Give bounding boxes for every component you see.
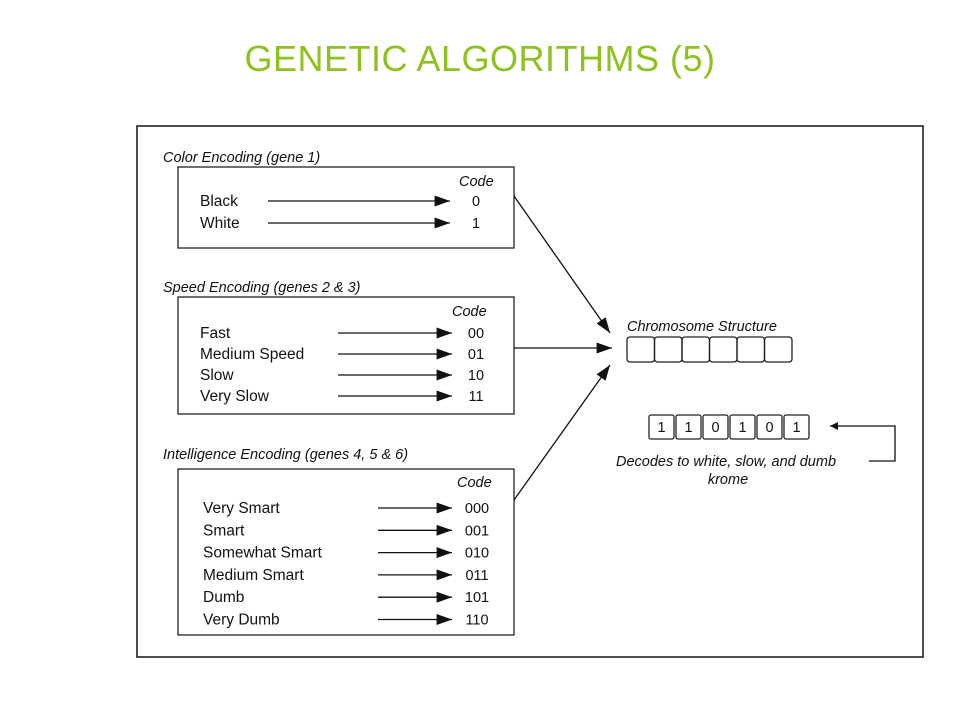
encoding-code: 11 (468, 389, 483, 405)
speed-encoding-caption: Speed Encoding (genes 2 & 3) (163, 280, 361, 296)
encoding-label: Medium Speed (200, 346, 304, 363)
encoding-label: Very Slow (200, 388, 270, 405)
color-to-chromosome-arrow (513, 195, 611, 334)
bit-value: 0 (711, 420, 719, 436)
intelligence-code-header: Code (457, 475, 492, 491)
decode-text-line2: krome (708, 472, 748, 488)
color-encoding-box (177, 166, 515, 249)
encoding-code: 110 (465, 613, 488, 629)
color-encoding-caption: Color Encoding (gene 1) (163, 150, 320, 166)
bit-value: 1 (738, 420, 746, 436)
encoding-code: 1 (472, 216, 480, 232)
slide-title: GENETIC ALGORITHMS (5) (244, 38, 716, 79)
encoding-code: 001 (465, 523, 489, 539)
color-encoding-group: Color Encoding (gene 1) Code Black 0White… (163, 150, 515, 249)
encoding-label: Fast (200, 325, 231, 342)
encoding-code: 0 (472, 194, 480, 210)
decode-text-line1: Decodes to white, slow, and dumb (616, 454, 836, 470)
chromosome-slot (653, 336, 683, 363)
bit-cell (756, 414, 783, 440)
chromosome-slot (626, 336, 656, 363)
bit-cell (783, 414, 810, 440)
encoding-label: Somewhat Smart (203, 545, 323, 562)
chromosome-slot (681, 336, 711, 363)
chromosome-slot (708, 336, 738, 363)
bit-value: 1 (684, 420, 692, 436)
encoding-label: Medium Smart (203, 567, 304, 584)
bit-value: 1 (657, 420, 665, 436)
chromosome-slot (763, 336, 793, 363)
speed-code-header: Code (452, 304, 487, 320)
chromosome-structure: Chromosome Structure (626, 319, 793, 363)
speed-encoding-group: Speed Encoding (genes 2 & 3) Code Fast 00… (163, 280, 515, 415)
encoding-code: 10 (468, 368, 484, 384)
encoding-code: 010 (465, 546, 489, 562)
encoding-label: Very Dumb (203, 612, 280, 629)
encoding-label: Smart (203, 522, 245, 539)
encoding-label: White (200, 215, 240, 232)
chromosome-slot (736, 336, 766, 363)
bit-value: 0 (765, 420, 773, 436)
bit-value: 1 (792, 420, 800, 436)
encoding-code: 01 (468, 347, 484, 363)
color-code-header: Code (459, 174, 494, 190)
intelligence-to-chromosome-arrow (513, 364, 611, 501)
bit-cell (702, 414, 729, 440)
encoding-label: Dumb (203, 589, 244, 606)
chromosome-caption: Chromosome Structure (627, 319, 777, 335)
decode-feedback-arrow (830, 422, 896, 462)
encoding-code: 00 (468, 326, 484, 342)
bit-cell (675, 414, 702, 440)
intelligence-encoding-group: Intelligence Encoding (genes 4, 5 & 6) C… (163, 447, 515, 636)
speed-encoding-box (177, 296, 515, 415)
intelligence-encoding-caption: Intelligence Encoding (genes 4, 5 & 6) (163, 447, 408, 463)
encoding-label: Slow (200, 367, 234, 384)
figure-frame (136, 125, 924, 658)
intelligence-encoding-box (177, 468, 515, 636)
encoding-label: Very Smart (203, 500, 280, 517)
bit-cell (648, 414, 675, 440)
encoding-code: 101 (465, 590, 489, 606)
encoding-code: 011 (465, 568, 488, 584)
encoding-label: Black (200, 193, 238, 210)
encoding-code: 000 (465, 501, 489, 517)
bit-cell (729, 414, 756, 440)
